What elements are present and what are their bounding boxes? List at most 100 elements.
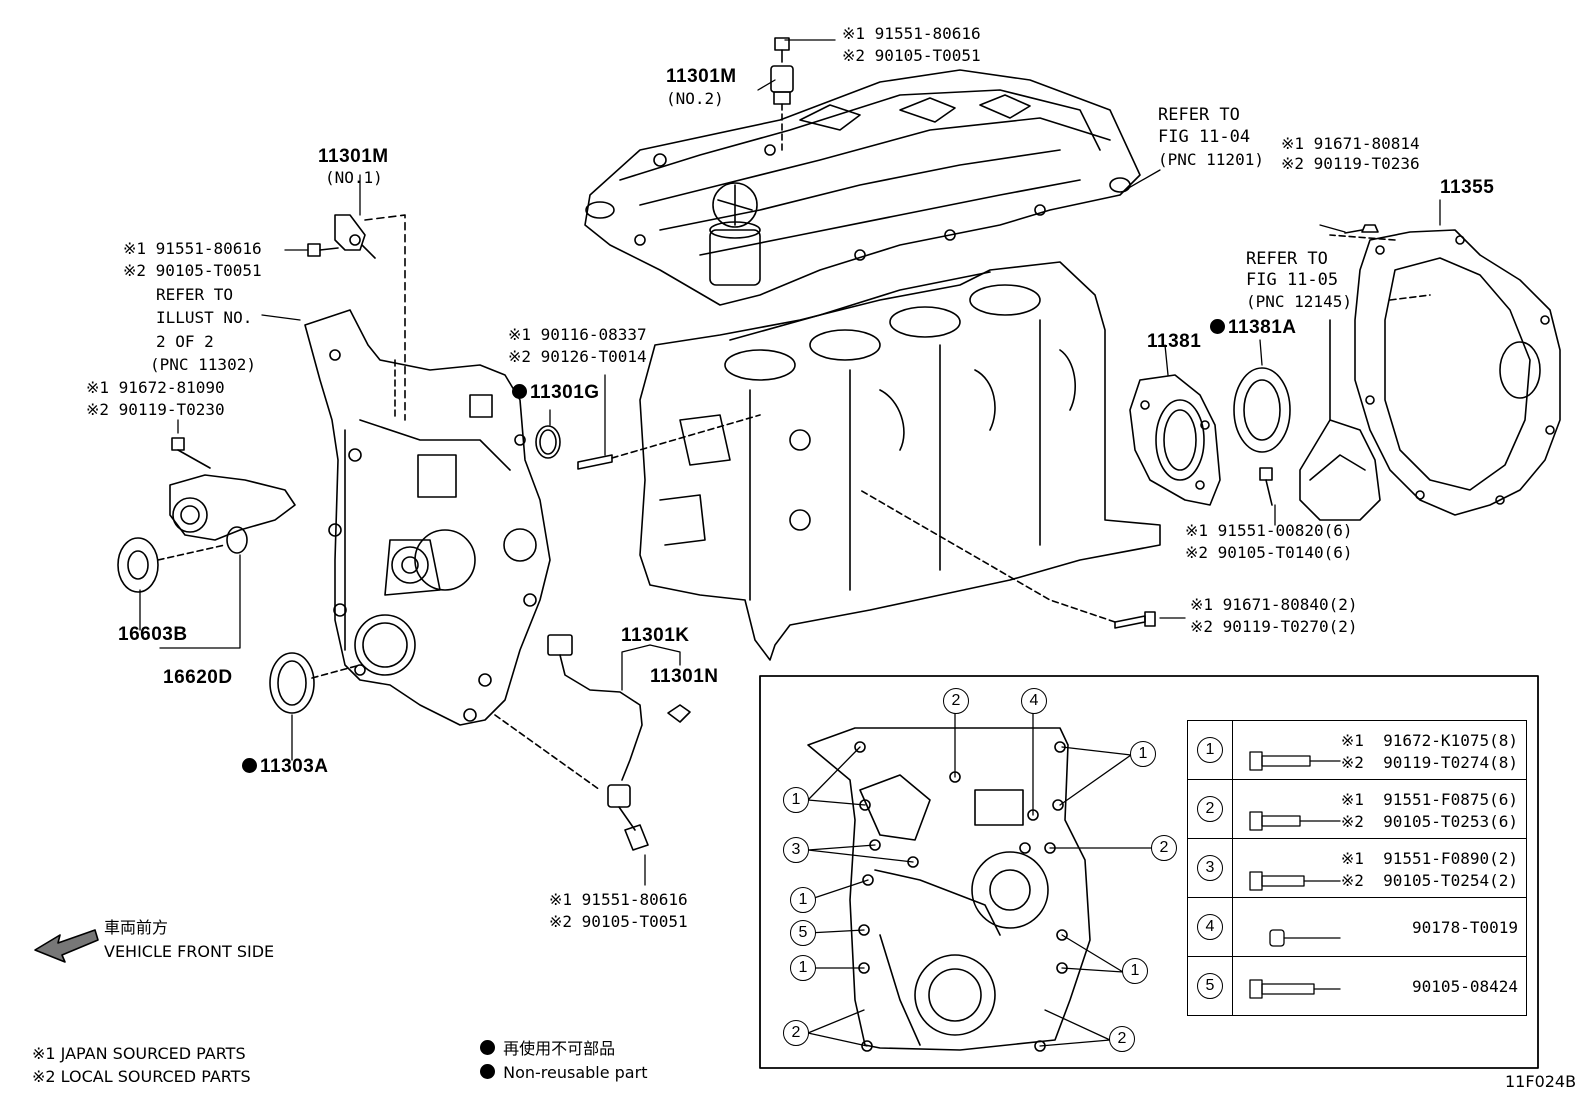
part-11303a-text: 11303A — [260, 756, 329, 777]
bolt-number: 2 — [1197, 796, 1223, 822]
tensioner-bolt-label-1: ※1 91672-81090 — [86, 378, 225, 397]
nonreusable-legend-jp: 再使用不可部品 — [480, 1040, 615, 1057]
oil-pan-ref-2: FIG 11-05 — [1246, 270, 1339, 290]
vehicle-front-arrow-icon — [34, 929, 99, 963]
o-ring — [535, 425, 561, 459]
stud-label-2: ※2 90126-T0014 — [508, 347, 647, 366]
table-row: 1 ※1 91672-K1075(8) ※2 90119-T0274(8) — [1187, 720, 1527, 780]
part-11301n: 11301N — [650, 666, 719, 687]
sensor-top-bolt-label-2: ※2 90105-T0051 — [842, 46, 981, 65]
bolt-part-1: 90178-T0019 — [1412, 918, 1518, 937]
illust-ref-4: (PNC 11302) — [150, 355, 256, 374]
block-bolt-label-1: ※1 91671-80840(2) — [1190, 595, 1358, 614]
cylinder-head-cover — [584, 69, 1141, 306]
part-11303a: 11303A — [242, 757, 329, 776]
bolt-part-1: ※1 91672-K1075(8) — [1340, 731, 1518, 750]
inset-callout: 5 — [790, 920, 816, 946]
retainer-bolt — [1259, 467, 1273, 506]
inset-leaders — [807, 711, 1153, 1047]
part-11381: 11381 — [1147, 331, 1202, 352]
bolt-number: 4 — [1197, 914, 1223, 940]
bolt-part-2: ※2 90105-T0254(2) — [1340, 871, 1518, 890]
part-11355: 11355 — [1440, 177, 1495, 198]
part-11301m-no2-sub: (NO.2) — [666, 89, 724, 108]
part-16620d: 16620D — [163, 667, 233, 688]
inset-callout: 2 — [1109, 1026, 1135, 1052]
rear-bolt-label-2: ※2 90119-T0236 — [1281, 154, 1420, 173]
sensor-bottom-bolt-label-2: ※2 90105-T0051 — [549, 912, 688, 931]
sensor-no1-bolt-label-2: ※2 90105-T0051 — [123, 261, 262, 280]
head-cover-ref-3: (PNC 11201) — [1158, 150, 1264, 169]
bolt-number: 3 — [1197, 855, 1223, 881]
inset-callout: 2 — [783, 1020, 809, 1046]
retainer-bolt-label-1: ※1 91551-00820(6) — [1185, 521, 1353, 540]
head-cover-ref-2: FIG 11-04 — [1158, 127, 1251, 147]
vehicle-front-en: VEHICLE FRONT SIDE — [104, 942, 275, 961]
front-oil-seal — [269, 652, 361, 714]
stud-bolt — [577, 414, 761, 470]
sensor-top-bolt-label-1: ※1 91551-80616 — [842, 24, 981, 43]
stud-label-1: ※1 90116-08337 — [508, 325, 647, 344]
bolt-number: 5 — [1197, 973, 1223, 999]
nonreusable-dot-icon — [242, 758, 257, 773]
bolt-part-2: ※2 90105-T0253(6) — [1340, 812, 1518, 831]
bolt-part-1: ※1 91551-F0875(6) — [1340, 790, 1518, 809]
bolt-part-1: ※1 91551-F0890(2) — [1340, 849, 1518, 868]
inset-frame — [759, 675, 1539, 1069]
illust-ref-3: 2 OF 2 — [156, 332, 214, 351]
inset-callout: 1 — [790, 955, 816, 981]
inset-timing-cover — [807, 727, 1091, 1052]
nonreusable-dot-icon — [480, 1040, 495, 1055]
engine-rear-plate — [1329, 224, 1561, 516]
camshaft-sensor-no1 — [307, 214, 406, 421]
inset-callout: 1 — [1122, 958, 1148, 984]
vehicle-front-jp: 車両前方 — [104, 918, 169, 937]
retainer-bolt-label-2: ※2 90105-T0140(6) — [1185, 543, 1353, 562]
wire-harness — [494, 634, 691, 851]
camshaft-sensor-no2 — [770, 37, 794, 151]
nonreusable-dot-icon — [480, 1064, 495, 1079]
bolt-number: 1 — [1197, 737, 1223, 763]
part-16603b: 16603B — [118, 624, 188, 645]
illust-ref-2: ILLUST NO. — [156, 308, 253, 327]
inset-callout: 2 — [943, 688, 969, 714]
part-11301g: 11301G — [512, 383, 600, 402]
part-11381a-text: 11381A — [1228, 317, 1297, 338]
nonreusable-en-text: Non-reusable part — [503, 1063, 648, 1082]
bolt-part-1: 90105-08424 — [1412, 977, 1518, 996]
oil-seal-retainer — [1129, 374, 1221, 506]
source-legend-1: ※1 JAPAN SOURCED PARTS — [32, 1044, 246, 1063]
block-bolt — [859, 489, 1156, 629]
inset-callout: 4 — [1021, 688, 1047, 714]
part-11301m-no1-sub: (NO.1) — [325, 168, 383, 187]
head-cover-ref-1: REFER TO — [1158, 105, 1240, 125]
rear-oil-seal — [1233, 367, 1291, 453]
sensor-no1-bolt-label-1: ※1 91551-80616 — [123, 239, 262, 258]
nonreusable-dot-icon — [512, 384, 527, 399]
table-row: 4 90178-T0019 — [1187, 897, 1527, 957]
bolt-table: 1 ※1 91672-K1075(8) ※2 90119-T0274(8) 2 … — [1187, 720, 1527, 1016]
table-row: 2 ※1 91551-F0875(6) ※2 90105-T0253(6) — [1187, 779, 1527, 839]
sensor-bottom-bolt-label-1: ※1 91551-80616 — [549, 890, 688, 909]
table-row: 3 ※1 91551-F0890(2) ※2 90105-T0254(2) — [1187, 838, 1527, 898]
illust-ref-1: REFER TO — [156, 285, 234, 304]
table-row: 5 90105-08424 — [1187, 956, 1527, 1016]
v-belt-tensioner — [117, 437, 296, 593]
oil-pan-ref-1: REFER TO — [1246, 249, 1328, 269]
timing-chain-cover — [304, 309, 551, 726]
inset-callout: 2 — [1151, 835, 1177, 861]
figure-code: 11F024B — [1505, 1072, 1577, 1091]
source-legend-2: ※2 LOCAL SOURCED PARTS — [32, 1067, 251, 1086]
leader-lines — [139, 39, 1441, 886]
bolt-part-2: ※2 90119-T0274(8) — [1340, 753, 1518, 772]
part-11301g-text: 11301G — [530, 382, 600, 403]
inset-callout: 1 — [1130, 741, 1156, 767]
nonreusable-legend-en: Non-reusable part — [480, 1064, 647, 1081]
block-bolt-label-2: ※2 90119-T0270(2) — [1190, 617, 1358, 636]
nonreusable-dot-icon — [1210, 319, 1225, 334]
part-11301m-no2: 11301M — [666, 66, 737, 87]
inset-callout: 3 — [783, 837, 809, 863]
part-11381a: 11381A — [1210, 318, 1297, 337]
tensioner-bolt-label-2: ※2 90119-T0230 — [86, 400, 225, 419]
